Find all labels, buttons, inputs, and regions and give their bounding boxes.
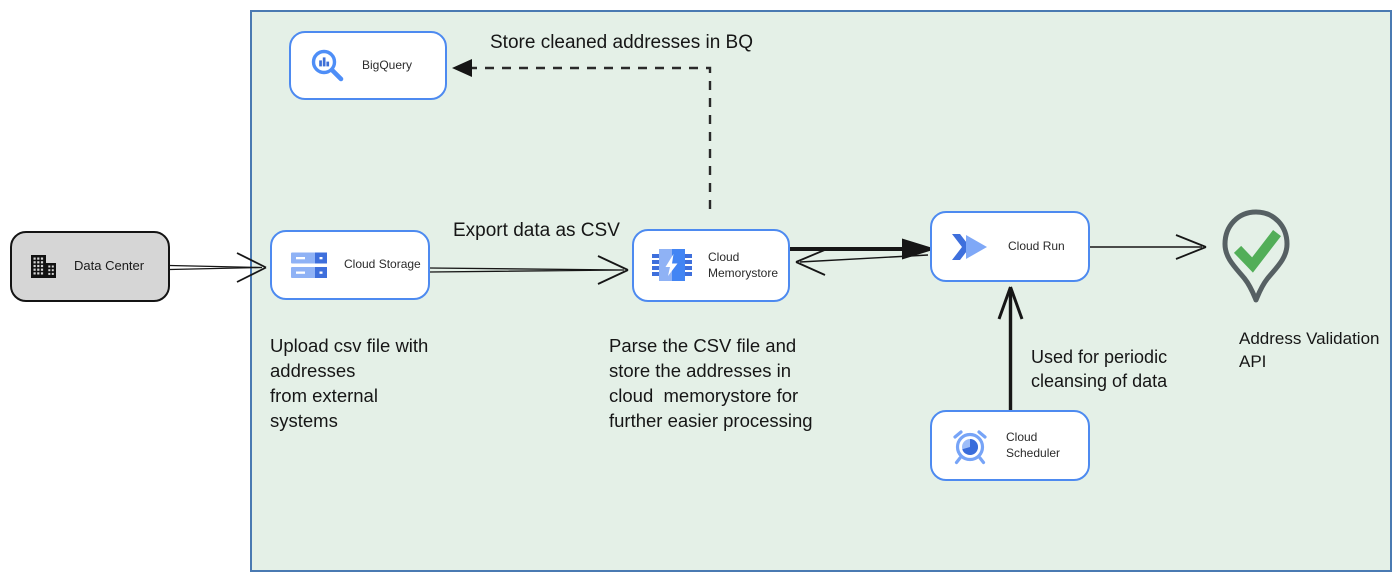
node-bigquery[interactable]: BigQuery (289, 31, 447, 100)
address-validation-api-pin[interactable] (1218, 206, 1294, 317)
node-label: BigQuery (362, 57, 413, 72)
node-label: Cloud Run (1008, 238, 1065, 253)
cloud-run-icon (950, 230, 992, 264)
annotation-upload-csv: Upload csv file with addresses from exte… (270, 335, 429, 431)
node-cloud-storage[interactable]: Cloud Storage (270, 230, 430, 300)
node-cloud-scheduler[interactable]: Cloud Scheduler (930, 410, 1090, 481)
node-label: Cloud Storage (344, 257, 421, 272)
node-cloud-run[interactable]: Cloud Run (930, 211, 1090, 282)
gcp-zone-container (250, 10, 1392, 572)
node-label: Cloud Memorystore (708, 249, 779, 280)
pin-outline-icon (1222, 209, 1290, 303)
annotation-store-cleaned-bq: Store cleaned addresses in BQ (490, 32, 753, 53)
node-data-center[interactable]: Data Center (10, 231, 170, 302)
cloud-memorystore-icon (652, 246, 692, 286)
annotation-parse-csv: Parse the CSV file and store the address… (609, 335, 813, 431)
checkmark-icon (1233, 229, 1282, 273)
cloud-scheduler-icon (950, 426, 990, 466)
cloud-storage-icon (290, 252, 328, 279)
node-label: Data Center (74, 258, 145, 274)
annotation-address-validation-api: Address Validation API (1239, 329, 1380, 371)
node-cloud-memorystore[interactable]: Cloud Memorystore (632, 229, 790, 302)
bigquery-icon (309, 47, 346, 84)
data-center-building-icon (30, 253, 58, 280)
annotation-export-csv: Export data as CSV (453, 220, 620, 241)
node-label: Cloud Scheduler (1006, 429, 1061, 460)
annotation-periodic-cleansing: Used for periodic cleansing of data (1031, 347, 1168, 391)
